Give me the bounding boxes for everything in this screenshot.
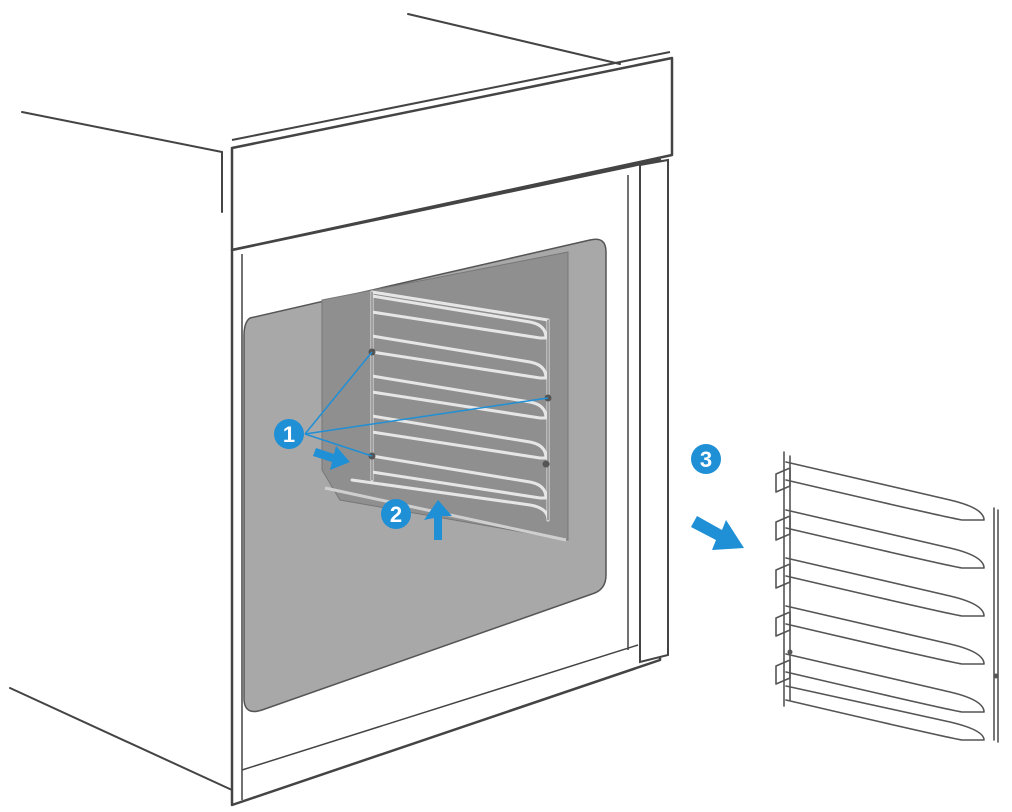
step-2-number: 2 <box>390 502 402 527</box>
cabinet-bottom-left-edge <box>9 687 233 791</box>
cabinet-top-right-edge <box>407 13 621 65</box>
step-1-pointer-lines <box>304 351 549 457</box>
step-3-badge <box>691 444 721 474</box>
oven-control-panel <box>230 56 674 252</box>
step-3-marker: 3 <box>691 444 721 474</box>
step-3-arrow <box>691 516 744 550</box>
step-1-arrow <box>313 446 350 470</box>
step-2-badge <box>381 499 411 529</box>
oven-right-side-post <box>639 158 669 664</box>
step-1-badge <box>274 419 304 449</box>
rack-hook-lower-right <box>542 460 550 468</box>
oven-inner-bottom-frame <box>241 644 639 771</box>
step-2-up-arrow <box>424 500 452 540</box>
cabinet-top-left-edge <box>21 111 223 153</box>
control-panel-top-edge <box>231 51 671 141</box>
removed-side-rack <box>775 451 999 743</box>
oven-cavity-back <box>321 251 569 541</box>
step-2-marker: 2 <box>381 499 411 529</box>
installed-rack-outline <box>371 291 549 521</box>
oven-cabinet <box>9 13 621 791</box>
step-3-number: 3 <box>700 447 712 472</box>
removed-rack-hooks <box>787 649 999 679</box>
step-1-number: 1 <box>283 422 295 447</box>
step-1-marker: 1 <box>274 419 304 449</box>
